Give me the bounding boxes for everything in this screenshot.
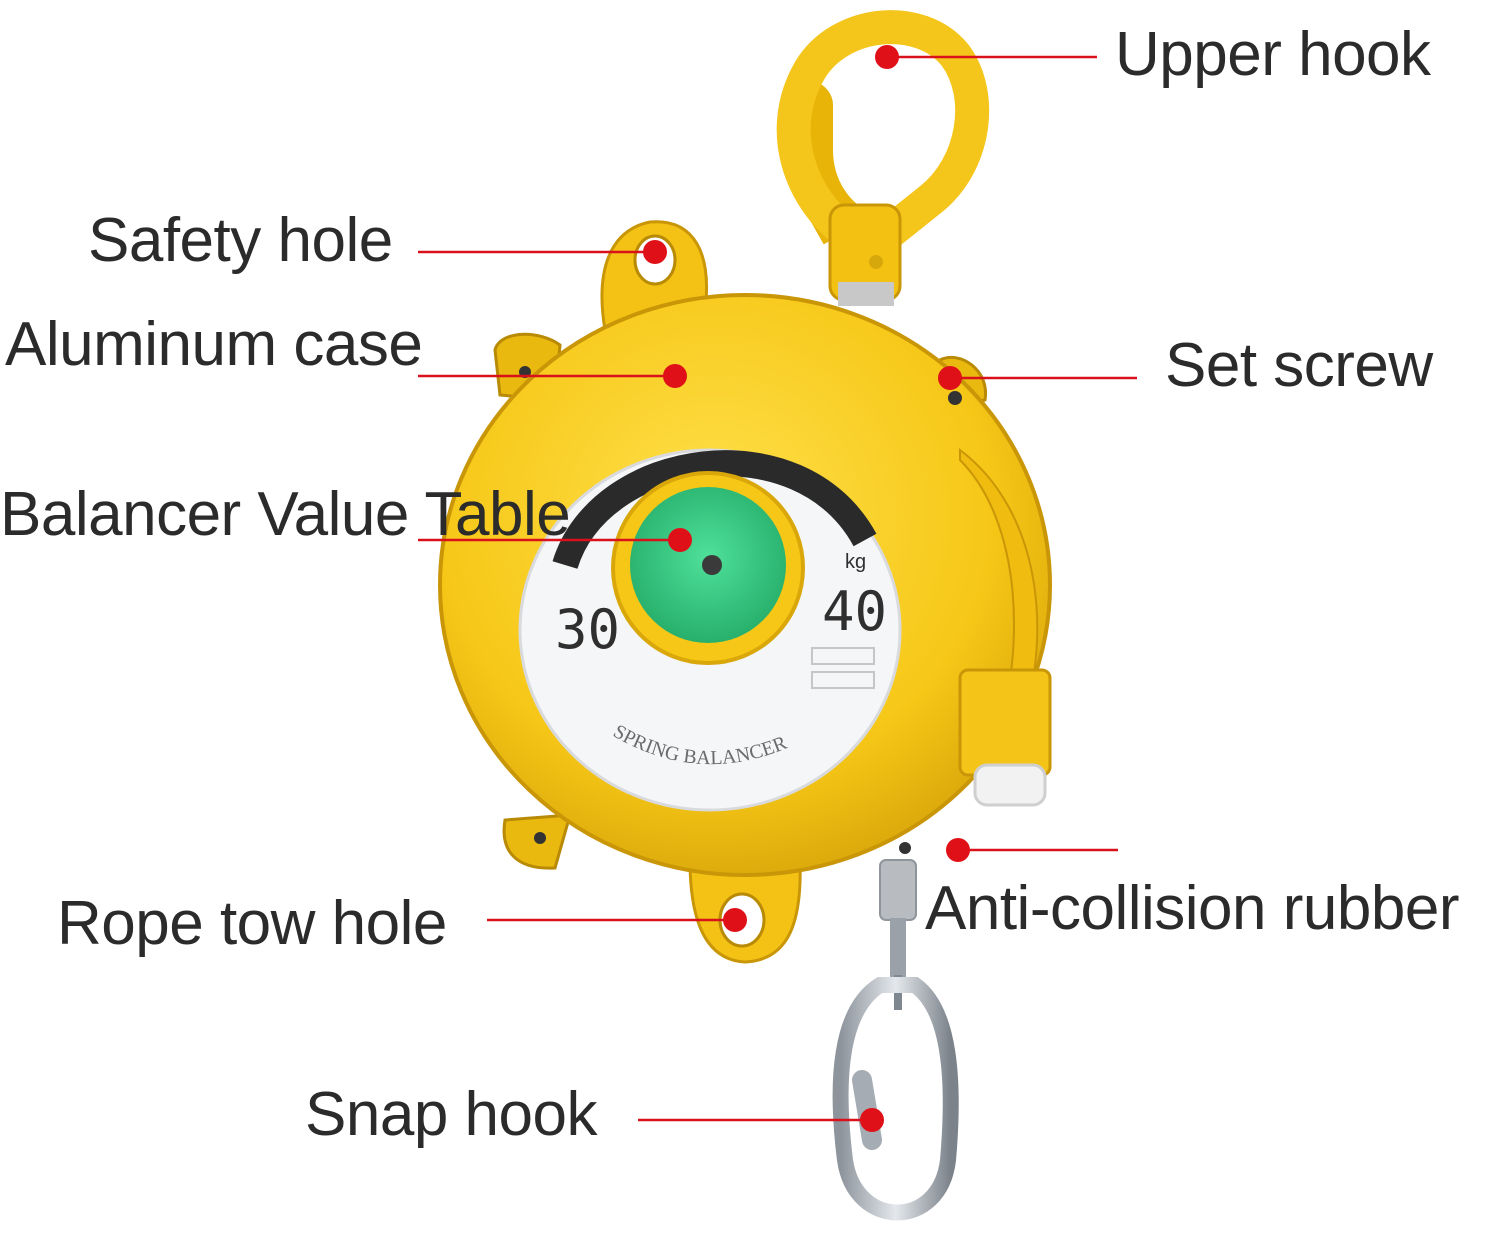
dial-max-value: 40 — [822, 580, 887, 643]
label-snap-hook: Snap hook — [305, 1080, 597, 1149]
label-upper-hook: Upper hook — [1115, 20, 1431, 89]
upper-hook-icon — [776, 10, 990, 306]
label-balancer-value-table: Balancer Value Table — [0, 480, 571, 549]
cable — [879, 859, 917, 1010]
callout-dots — [643, 45, 970, 1132]
label-aluminum-case: Aluminum case — [5, 310, 423, 379]
leader-lines — [418, 55, 1137, 1122]
dial-unit: kg — [845, 551, 866, 573]
label-anti-collision-rubber: Anti-collision rubber — [925, 874, 1459, 943]
spring-balancer-icon — [438, 293, 1052, 877]
label-safety-hole: Safety hole — [88, 206, 393, 275]
label-set-screw: Set screw — [1165, 331, 1433, 400]
label-rope-tow-hole: Rope tow hole — [57, 889, 447, 958]
rope-tow-hole-lug — [688, 858, 802, 964]
snap-hook-icon — [832, 977, 959, 1221]
dial-min-value: 30 — [555, 598, 620, 661]
